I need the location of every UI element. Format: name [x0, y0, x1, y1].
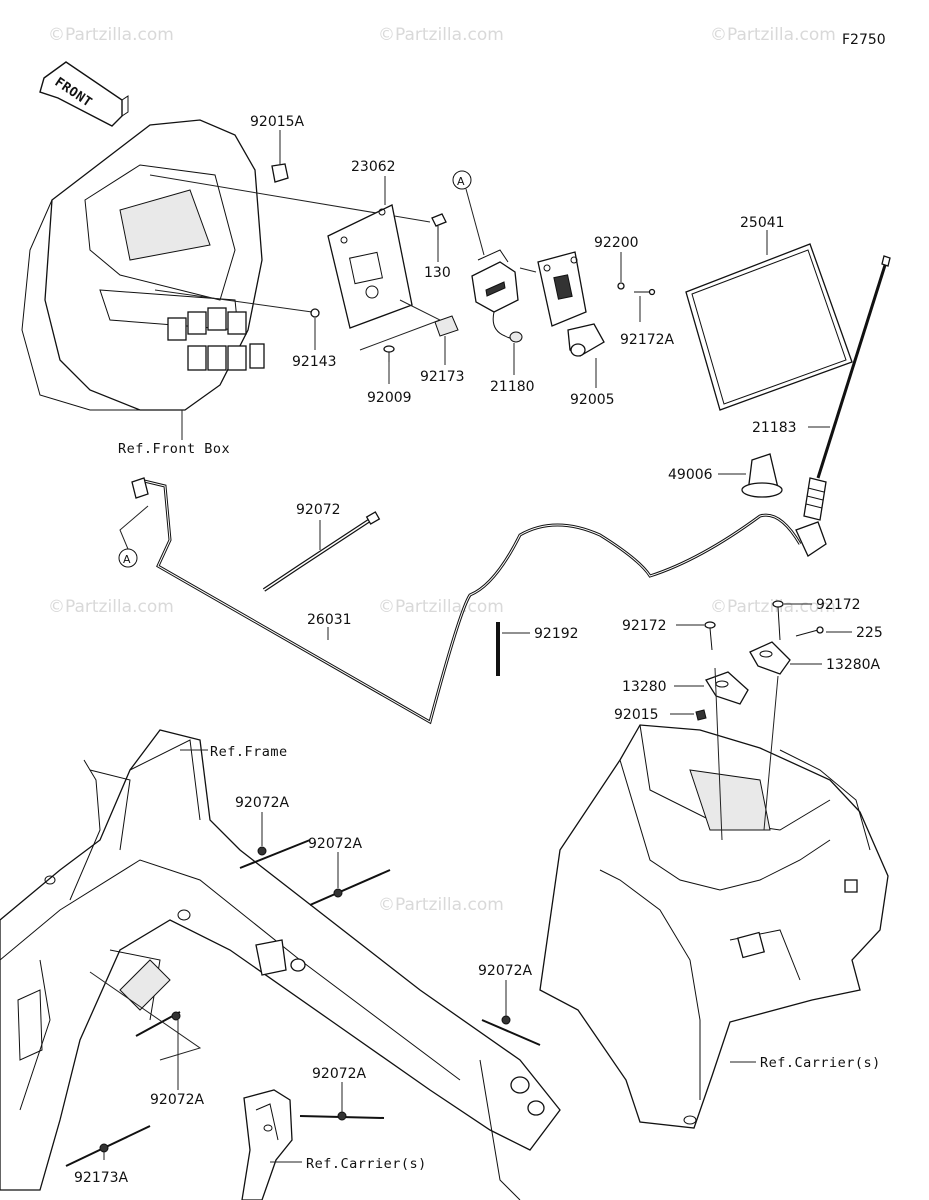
part-49006-boot [741, 453, 783, 498]
part-92173-clamp [434, 315, 459, 337]
label-92005: 92005 [570, 392, 615, 408]
label-13280: 13280 [622, 679, 667, 695]
label-92072A-5: 92072A [312, 1066, 367, 1082]
label-130: 130 [424, 265, 451, 281]
part-92015A-clip [271, 163, 289, 183]
label-92172A: 92172A [620, 332, 675, 348]
part-21180-gps [471, 249, 523, 343]
part-92200-washer [617, 282, 625, 290]
watermark: ©Partzilla.com [378, 25, 504, 45]
label-92015A: 92015A [250, 114, 305, 130]
part-92072-tie [262, 511, 381, 592]
part-92172A-screw [634, 288, 656, 296]
ref-carrier-right: Ref.Carrier(s) [760, 1055, 881, 1071]
label-92172-left: 92172 [622, 618, 667, 634]
part-92072A-tie-5 [299, 1111, 385, 1121]
part-92172-screw-left [704, 621, 716, 651]
callout-a-top [452, 170, 472, 190]
label-92072A-2: 92072A [308, 836, 363, 852]
label-92200: 92200 [594, 235, 639, 251]
label-92072A-4: 92072A [150, 1092, 205, 1108]
ref-front-box: Ref.Front Box [118, 441, 230, 457]
label-225: 225 [856, 625, 883, 641]
part-92072A-tie-2 [309, 869, 391, 906]
label-92173: 92173 [420, 369, 465, 385]
part-13280-bracket [705, 671, 749, 705]
label-25041: 25041 [740, 215, 785, 231]
watermark: ©Partzilla.com [378, 895, 504, 915]
part-130-bolt [431, 213, 447, 240]
part-26031-cable [131, 477, 802, 725]
part-21183-antenna [795, 255, 891, 557]
part-92015-nut [695, 709, 707, 721]
switch-bank [167, 307, 265, 371]
watermark: ©Partzilla.com [710, 25, 836, 45]
ref-frame: Ref.Frame [210, 744, 288, 760]
label-49006: 49006 [668, 467, 713, 483]
diagram-id: F2750 [842, 32, 886, 48]
part-225-bolt [795, 626, 824, 637]
label-92192: 92192 [534, 626, 579, 642]
label-92009: 92009 [367, 390, 412, 406]
watermark: ©Partzilla.com [378, 597, 504, 617]
front-box [21, 119, 431, 411]
label-92143: 92143 [292, 354, 337, 370]
part-23062-bracket [327, 204, 413, 329]
frame [0, 729, 561, 1200]
watermark: ©Partzilla.com [710, 597, 836, 617]
label-92015: 92015 [614, 707, 659, 723]
callout-a-label: A [123, 553, 131, 566]
ref-carrier-bottom: Ref.Carrier(s) [306, 1156, 427, 1172]
right-carrier [539, 724, 889, 1129]
bottom-carrier [241, 1089, 293, 1200]
label-21180: 21180 [490, 379, 535, 395]
part-92072A-tie-4 [135, 1011, 181, 1037]
label-92072A-3: 92072A [478, 963, 533, 979]
part-92173A-tie [65, 1125, 151, 1167]
label-92172-right: 92172 [816, 597, 861, 613]
part-92005-mount [537, 251, 605, 357]
label-13280A: 13280A [826, 657, 881, 673]
label-21183: 21183 [752, 420, 797, 436]
part-92143-washer [310, 308, 320, 318]
callout-a-label: A [457, 175, 465, 188]
part-92072A-tie-3 [481, 1015, 541, 1046]
part-92172-screw-right [772, 600, 784, 641]
front-arrow: FRONT [39, 61, 129, 127]
watermark: ©Partzilla.com [48, 597, 174, 617]
part-92072A-tie-1 [239, 839, 311, 869]
part-25041-screen [685, 243, 853, 411]
watermark: ©Partzilla.com [48, 25, 174, 45]
part-92009-screw [383, 345, 395, 362]
label-26031: 26031 [307, 612, 352, 628]
label-92173A: 92173A [74, 1170, 129, 1186]
part-13280A-bracket [749, 641, 791, 675]
label-92072: 92072 [296, 502, 341, 518]
label-92072A-1: 92072A [235, 795, 290, 811]
label-23062: 23062 [351, 159, 396, 175]
